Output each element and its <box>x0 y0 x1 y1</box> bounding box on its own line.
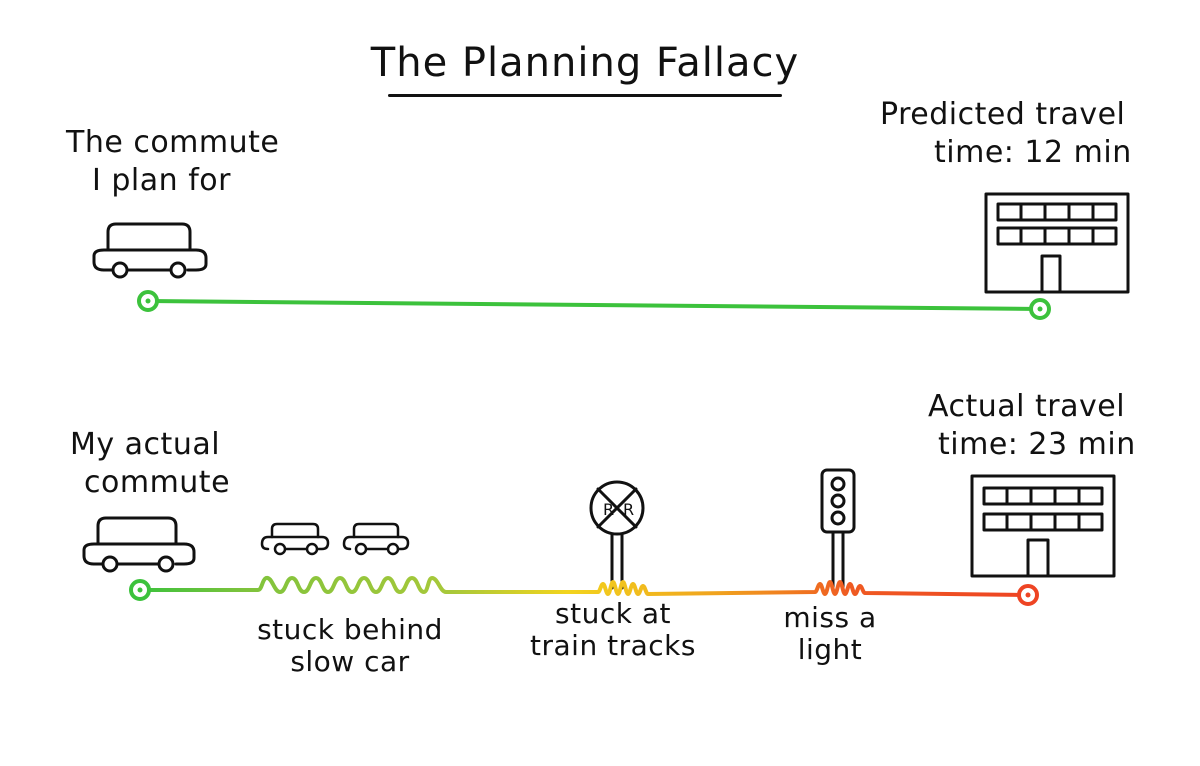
traffic-light-icon <box>820 468 856 588</box>
planned-label-line1: The commute <box>66 125 280 160</box>
actual-route-line <box>138 575 1028 597</box>
planned-start-node <box>137 290 159 312</box>
delay-label-slow-car: stuck behind slow car <box>250 614 450 678</box>
predicted-time-label: Predicted travel time: 12 min <box>880 96 1132 172</box>
planned-route-line <box>146 299 1042 311</box>
delay-label-train-tracks: stuck at train tracks <box>508 598 718 662</box>
actual-time-label: Actual travel time: 23 min <box>928 388 1136 464</box>
actual-time-line1: Actual travel <box>928 389 1126 424</box>
planned-destination-building-icon <box>984 192 1130 294</box>
actual-label-line2: commute <box>84 465 231 500</box>
actual-car-icon <box>82 516 196 573</box>
crossing-letter-right: R <box>623 500 634 519</box>
actual-start-node <box>129 579 151 601</box>
railroad-crossing-icon: R R <box>589 480 645 590</box>
actual-time-line2: time: 23 min <box>938 427 1136 462</box>
delay-train-line2: train tracks <box>530 629 696 662</box>
delay-train-line1: stuck at <box>555 597 671 630</box>
planned-commute-label: The commute I plan for <box>66 124 279 200</box>
delay-slow-car-line1: stuck behind <box>257 613 443 646</box>
actual-commute-label: My actual commute <box>70 426 230 502</box>
actual-end-node <box>1017 584 1039 606</box>
page-title: The Planning Fallacy <box>370 40 800 86</box>
predicted-time-line1: Predicted travel <box>880 97 1126 132</box>
title-underline <box>388 94 782 97</box>
delay-light-line2: light <box>797 633 863 666</box>
delay-slow-car-line2: slow car <box>290 645 410 678</box>
planned-end-node <box>1029 298 1051 320</box>
slow-cars-icon <box>260 522 410 556</box>
actual-destination-building-icon <box>970 474 1116 578</box>
delay-label-miss-light: miss a light <box>770 602 890 666</box>
predicted-time-line2: time: 12 min <box>934 135 1132 170</box>
planned-label-line2: I plan for <box>92 163 231 198</box>
planned-car-icon <box>92 222 208 279</box>
delay-light-line1: miss a <box>783 601 877 634</box>
actual-label-line1: My actual <box>70 427 221 462</box>
crossing-letter-left: R <box>603 500 614 519</box>
